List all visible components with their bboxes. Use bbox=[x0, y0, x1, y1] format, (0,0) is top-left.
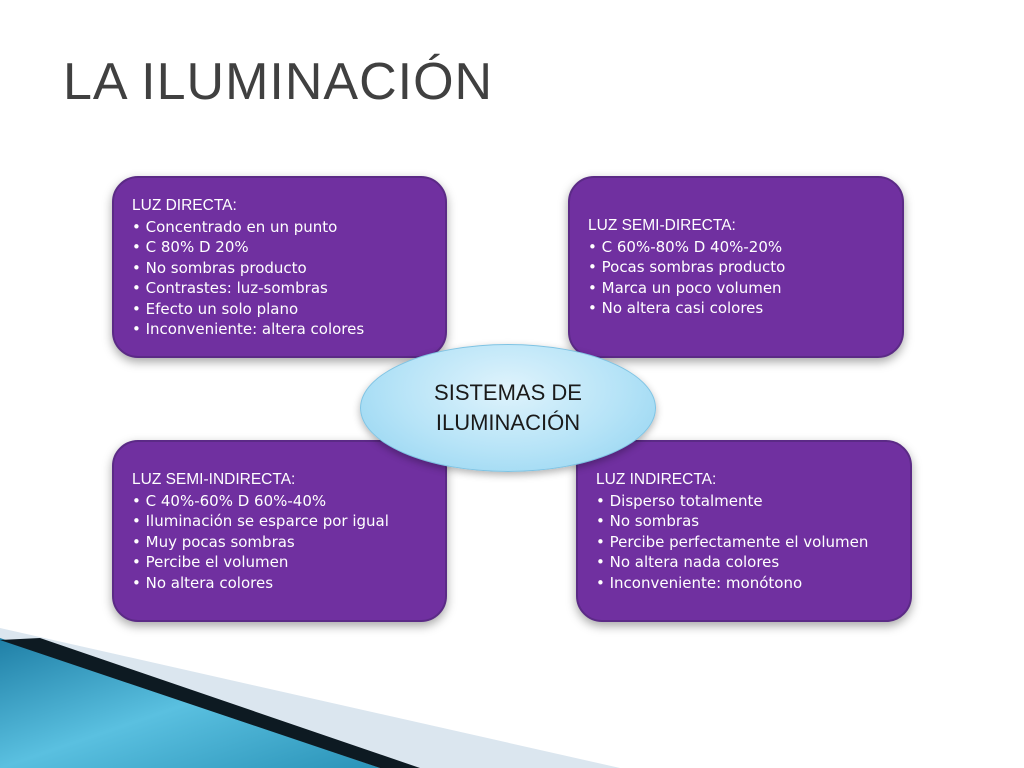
list-item: Marca un poco volumen bbox=[588, 278, 902, 299]
list-item: No sombras bbox=[596, 511, 910, 532]
box-luz-semi-indirecta: LUZ SEMI-INDIRECTA: C 40%-60% D 60%-40% … bbox=[112, 440, 447, 622]
list-item: Inconveniente: monótono bbox=[596, 573, 910, 594]
list-item: Inconveniente: altera colores bbox=[132, 319, 445, 340]
list-item: No sombras producto bbox=[132, 258, 445, 279]
box-heading: LUZ SEMI-DIRECTA: bbox=[588, 217, 736, 234]
box-luz-directa: LUZ DIRECTA: Concentrado en un punto C 8… bbox=[112, 176, 447, 358]
box-heading: LUZ INDIRECTA: bbox=[596, 471, 717, 488]
list-item: Contrastes: luz-sombras bbox=[132, 278, 445, 299]
list-item: Percibe perfectamente el volumen bbox=[596, 532, 910, 553]
box-luz-semi-directa: LUZ SEMI-DIRECTA: C 60%-80% D 40%-20% Po… bbox=[568, 176, 904, 358]
list-item: C 40%-60% D 60%-40% bbox=[132, 491, 445, 512]
center-label-line1: SISTEMAS DE bbox=[434, 380, 582, 405]
list-item: Muy pocas sombras bbox=[132, 532, 445, 553]
box-list: Concentrado en un punto C 80% D 20% No s… bbox=[132, 217, 445, 340]
list-item: Percibe el volumen bbox=[132, 552, 445, 573]
list-item: Iluminación se esparce por igual bbox=[132, 511, 445, 532]
list-item: No altera nada colores bbox=[596, 552, 910, 573]
box-list: C 40%-60% D 60%-40% Iluminación se espar… bbox=[132, 491, 445, 594]
list-item: Efecto un solo plano bbox=[132, 299, 445, 320]
deco-dark-stripe bbox=[0, 638, 420, 768]
center-ellipse: SISTEMAS DE ILUMINACIÓN bbox=[360, 344, 656, 472]
corner-decoration bbox=[0, 628, 620, 768]
box-list: Disperso totalmente No sombras Percibe p… bbox=[596, 491, 910, 594]
list-item: Concentrado en un punto bbox=[132, 217, 445, 238]
box-heading: LUZ SEMI-INDIRECTA: bbox=[132, 471, 296, 488]
list-item: No altera casi colores bbox=[588, 298, 902, 319]
list-item: Pocas sombras producto bbox=[588, 257, 902, 278]
slide-title: LA ILUMINACIÓN bbox=[63, 53, 494, 111]
list-item: C 80% D 20% bbox=[132, 237, 445, 258]
center-label-line2: ILUMINACIÓN bbox=[435, 410, 581, 435]
list-item: Disperso totalmente bbox=[596, 491, 910, 512]
box-luz-indirecta: LUZ INDIRECTA: Disperso totalmente No so… bbox=[576, 440, 912, 622]
box-heading: LUZ DIRECTA: bbox=[132, 197, 237, 214]
list-item: No altera colores bbox=[132, 573, 445, 594]
list-item: C 60%-80% D 40%-20% bbox=[588, 237, 902, 258]
box-list: C 60%-80% D 40%-20% Pocas sombras produc… bbox=[588, 237, 902, 319]
